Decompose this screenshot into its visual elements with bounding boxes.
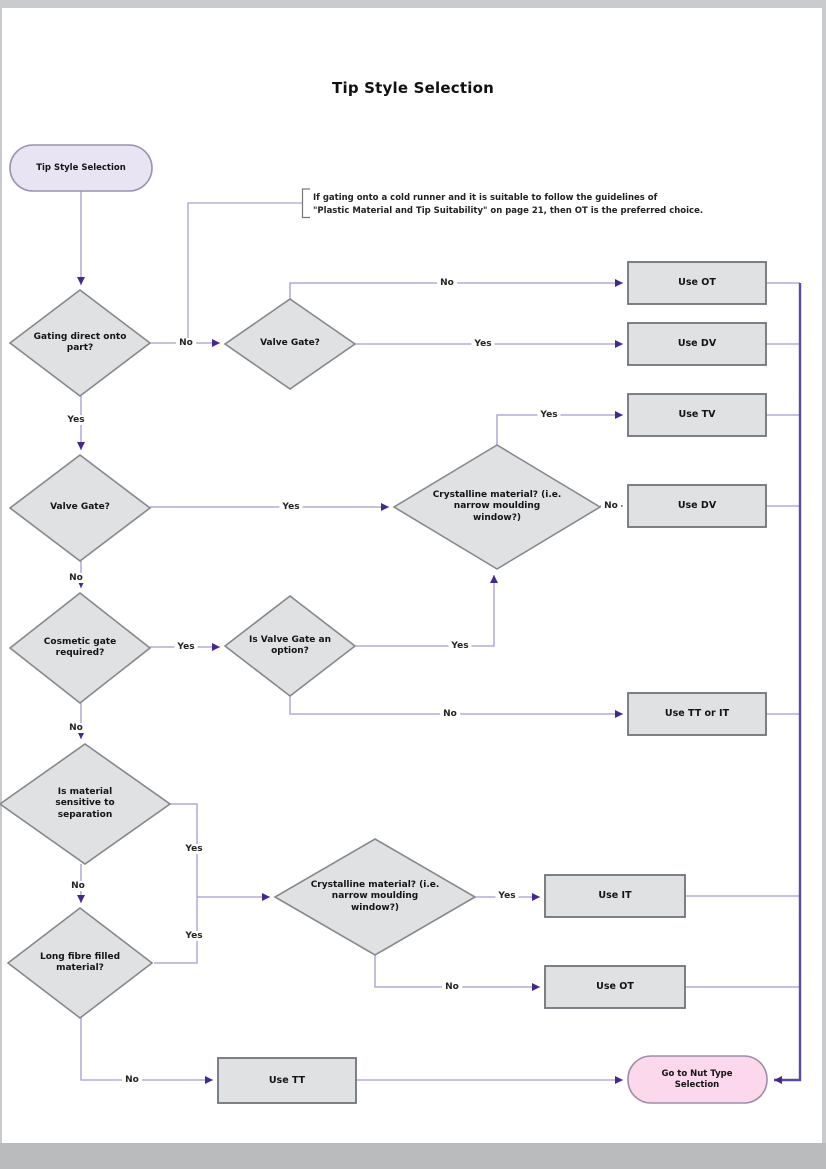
- edge-note-connector: [187, 202, 302, 338]
- label-no-gating-valvegate1: No: [176, 338, 196, 348]
- label-no-option-usettorit: No: [440, 709, 460, 719]
- label-yes-valvegate2-crystalline1: Yes: [279, 502, 303, 512]
- node-use-dv-1-shape: [627, 322, 767, 366]
- page-title: Tip Style Selection: [332, 79, 494, 97]
- viewer-chrome-right: [822, 0, 826, 1169]
- edge-longfibre-no-usett: [80, 1018, 213, 1084]
- node-use-tt-or-it-label: Use TT or IT: [664, 708, 730, 720]
- node-use-tv-shape: [627, 393, 767, 437]
- node-end-shape: [627, 1055, 768, 1104]
- label-no-sensitive-longfibre: No: [68, 881, 88, 891]
- annotation-note: If gating onto a cold runner and it is s…: [313, 193, 704, 216]
- node-start-shape: [9, 144, 153, 192]
- label-yes-crystalline2-useit: Yes: [495, 891, 519, 901]
- node-use-dv-1-label: Use DV: [677, 338, 717, 350]
- node-crystalline-2-label: Crystalline material? (i.e. narrow mould…: [310, 880, 440, 913]
- node-use-ot-1-shape: [627, 261, 767, 305]
- edge-option-no-usettorit: [289, 696, 623, 718]
- node-use-tv-label: Use TV: [678, 409, 716, 421]
- label-no-crystalline1-usedv2: No: [601, 501, 621, 511]
- edge-trunk-end: [774, 283, 802, 1084]
- viewer-chrome-bottom: [0, 1143, 826, 1169]
- node-crystalline-1-label: Crystalline material? (i.e. narrow mould…: [432, 490, 562, 523]
- node-valve-gate-1-shape: [223, 298, 357, 390]
- node-use-dv-2-label: Use DV: [677, 500, 717, 512]
- label-yes-valvegate1-usedv: Yes: [471, 339, 495, 349]
- label-yes-cosmetic-option: Yes: [174, 642, 198, 652]
- viewer-chrome-left: [0, 0, 2, 1169]
- node-use-tt-or-it-shape: [627, 692, 767, 736]
- node-crystalline-1-shape: [392, 444, 602, 570]
- viewer-chrome-top: [0, 0, 826, 8]
- label-no-valvegate1-useot: No: [437, 278, 457, 288]
- label-yes-option-crystalline1: Yes: [448, 641, 472, 651]
- node-gating-direct-label: Gating direct onto part?: [33, 331, 127, 353]
- node-valve-gate-2-label: Valve Gate?: [50, 502, 110, 513]
- edge-option-yes-crystalline1: [355, 575, 498, 647]
- edge-sensitive-longfibre-merge: [154, 803, 198, 964]
- node-valve-gate-1-label: Valve Gate?: [260, 338, 320, 349]
- node-use-tt-label: Use TT: [268, 1074, 306, 1086]
- edge-crystalline2-no-useot2: [374, 955, 540, 991]
- node-long-fibre-shape: [6, 906, 154, 1020]
- label-no-valvegate2-cosmetic: No: [66, 573, 86, 583]
- node-long-fibre-label: Long fibre filled material?: [39, 951, 121, 973]
- label-yes-longfibre-merge: Yes: [182, 931, 206, 941]
- node-material-sensitive-label: Is material sensitive to separation: [55, 787, 115, 820]
- node-use-tt-shape: [217, 1057, 357, 1104]
- label-yes-crystalline1-usetv: Yes: [537, 410, 561, 420]
- node-use-it-label: Use IT: [598, 890, 632, 902]
- node-shapes: [0, 144, 768, 1104]
- node-start-label: Tip Style Selection: [36, 162, 126, 173]
- node-gating-direct-shape: [8, 288, 152, 398]
- node-crystalline-2-shape: [273, 838, 477, 956]
- node-valve-gate-option-label: Is Valve Gate an option?: [248, 634, 332, 656]
- edge-crystalline1-yes-usetv: [496, 411, 623, 445]
- label-no-crystalline2-useot2: No: [442, 982, 462, 992]
- node-use-ot-2-shape: [544, 965, 686, 1009]
- node-cosmetic-gate-label: Cosmetic gate required?: [43, 636, 117, 658]
- node-end-label: Go to Nut Type Selection: [661, 1069, 733, 1090]
- node-use-dv-2-shape: [627, 484, 767, 528]
- node-use-ot-2-label: Use OT: [596, 981, 634, 993]
- node-cosmetic-gate-shape: [8, 591, 152, 705]
- node-use-ot-1-label: Use OT: [678, 277, 716, 289]
- node-valve-gate-2-shape: [8, 453, 152, 563]
- node-valve-gate-option-shape: [223, 594, 357, 698]
- label-no-longfibre-usett: No: [122, 1075, 142, 1085]
- edges: [77, 188, 802, 1084]
- label-yes-sensitive-merge: Yes: [182, 844, 206, 854]
- label-no-cosmetic-sensitive: No: [66, 723, 86, 733]
- node-use-it-shape: [544, 874, 686, 918]
- node-material-sensitive-shape: [0, 743, 172, 865]
- edge-valvegate1-no-useot: [289, 279, 623, 299]
- note-bracket: [301, 188, 310, 219]
- label-yes-gating-valvegate2: Yes: [64, 415, 88, 425]
